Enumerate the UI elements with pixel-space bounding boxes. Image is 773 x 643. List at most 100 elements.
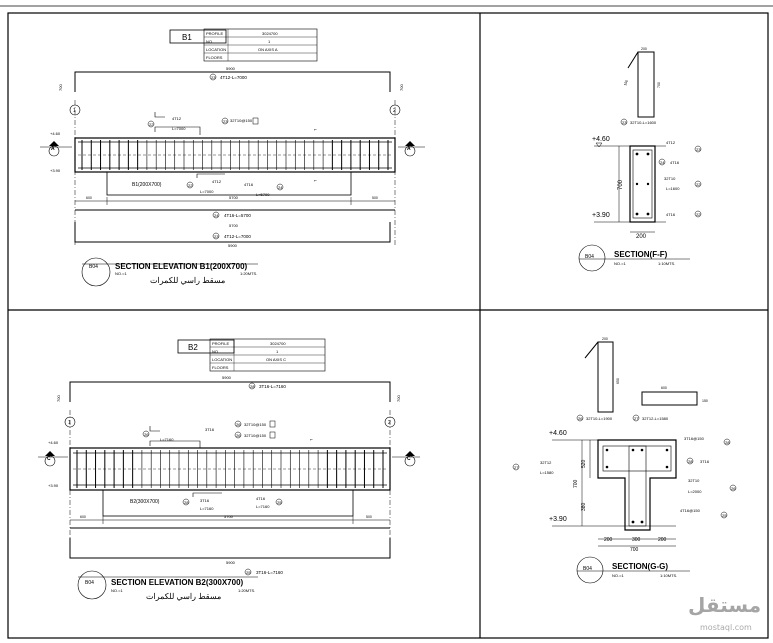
b2-stirrup2-label: 32T10@150 bbox=[244, 433, 267, 438]
gg-web-stirrup: 32T10 bbox=[688, 478, 700, 483]
ff-sheet-ref: B04 bbox=[585, 254, 594, 260]
b1-section-marker-right: A bbox=[407, 146, 411, 152]
b2-bottom-callout: 25 bbox=[246, 570, 251, 575]
b2-extra-top-len: L=7160 bbox=[160, 437, 174, 442]
gg-title: SECTION(G-G) bbox=[612, 562, 668, 571]
gg-top-bar: 3T16@150 bbox=[684, 436, 705, 441]
b2-mid-bot-bar: 3T16 bbox=[200, 498, 210, 503]
gg-top-callout: 28 bbox=[725, 440, 730, 445]
b2-info-value: 1 bbox=[276, 349, 279, 354]
ff-width-dim: 200 bbox=[636, 234, 647, 240]
gg-stirrup1-callout: 26 bbox=[578, 416, 583, 421]
b1-top-bar-label: 4T12-L=7000 bbox=[220, 75, 247, 80]
gg-stirrup2-label: 32T12-L=1580 bbox=[642, 416, 669, 421]
b1-inner-span-dim: 5700 bbox=[229, 195, 239, 200]
gg-bottom-bar: 4T16@150 bbox=[680, 508, 701, 513]
b1-bottom-bar: 4T16-L=5700 bbox=[224, 213, 251, 218]
b1-title-scale: 1:20MTS. bbox=[240, 271, 257, 276]
ff-stirrup-bar: 32T10 bbox=[664, 176, 676, 181]
b2-info-value: ON AXIS C bbox=[266, 357, 286, 362]
b1-axis-right: 2 bbox=[393, 108, 396, 114]
b1-info-label: NO. bbox=[206, 39, 213, 44]
b1-info-value: 3024700 bbox=[262, 31, 278, 36]
b1-bottom-full-bar: 4T12-L=7000 bbox=[224, 234, 251, 239]
ff-mid-callout: 24 bbox=[660, 160, 665, 165]
b1-section-marker-left: A bbox=[51, 146, 55, 152]
b1-stirrup-callout: 23 bbox=[223, 119, 228, 124]
panel-b2-elevation: B2 PROFILE 3024700 NO. 1 LOCATION ON AXI… bbox=[38, 338, 420, 601]
gg-width-right: 200 bbox=[658, 537, 667, 543]
b2-title: SECTION ELEVATION B2(300X700) bbox=[111, 578, 244, 587]
gg-stirrup2-width: 600 bbox=[661, 386, 667, 390]
b2-top-bar: 3T16-L=7160 bbox=[259, 384, 286, 389]
b2-info-label: PROFILE bbox=[212, 341, 229, 346]
b2-title-ar: مسقط راسي للكمرات bbox=[146, 592, 221, 601]
ff-section-outline bbox=[629, 145, 656, 223]
gg-web-len: L=2000 bbox=[688, 489, 702, 494]
gg-title-scale: 1:10MTS. bbox=[660, 573, 677, 578]
b2-mid-bot-len: L=7160 bbox=[200, 506, 214, 511]
b1-extra-top-len: L=7000 bbox=[172, 126, 186, 131]
gg-title-no: NO.=1 bbox=[612, 573, 624, 578]
ff-mid-bar: 4T16 bbox=[670, 160, 680, 165]
sheet-border bbox=[7, 12, 769, 639]
gg-width-mid: 300 bbox=[632, 537, 641, 543]
b2-title-scale: 1:20MTS. bbox=[238, 588, 255, 593]
b1-mid-callout: 22 bbox=[188, 183, 193, 188]
b2-bottom-span-dim: 5900 bbox=[226, 560, 236, 565]
b1-info-label: LOCATION bbox=[206, 47, 226, 52]
gg-level-top: +4.60 bbox=[549, 430, 567, 437]
gg-depth-web: 380 bbox=[581, 502, 587, 511]
b2-right-end-dim: 500 bbox=[366, 515, 372, 519]
b2-top-callout: 28 bbox=[250, 384, 255, 389]
b1-level-bottom: +3.90 bbox=[50, 168, 61, 173]
b1-bottom-callout: 24 bbox=[214, 213, 219, 218]
b2-extra-top-callout: 26 bbox=[144, 432, 149, 437]
gg-stirrup-shape-2: 600 150 bbox=[641, 386, 708, 406]
gg-depth-flange: 520 bbox=[581, 459, 587, 468]
b2-rebar-mark: ⌐ bbox=[310, 437, 313, 443]
b1-left-depth: 700 bbox=[58, 84, 63, 91]
ff-title-scale: 1:10MTS. bbox=[658, 261, 675, 266]
watermark-logo: مستقل bbox=[688, 593, 761, 617]
b2-info-table: PROFILE 3024700 NO. 1 LOCATION ON AXIS C… bbox=[209, 338, 326, 372]
b1-right-depth: 700 bbox=[399, 84, 404, 91]
ff-level-top: +4.60 bbox=[592, 136, 610, 143]
ff-stirrup-len: L=1600 bbox=[666, 186, 680, 191]
b1-info-value: 1 bbox=[268, 39, 271, 44]
b2-extra-bot-len: L=7160 bbox=[256, 504, 270, 509]
b2-info-label: FLOORS bbox=[212, 365, 229, 370]
b2-inner-span-dim: 5700 bbox=[224, 514, 234, 519]
b2-left-end-dim: 600 bbox=[80, 515, 86, 519]
gg-stirrup1-width: 200 bbox=[602, 337, 608, 341]
b1-bottom-full-callout: 23 bbox=[214, 234, 219, 239]
b1-axis-left: 1 bbox=[73, 108, 76, 114]
b2-section-marker-left: C bbox=[47, 456, 51, 462]
gg-right-bar: 3T16 bbox=[700, 459, 710, 464]
watermark: مستقل mostaql.com bbox=[688, 593, 761, 632]
gg-stirrup-shape-1: 200 650 bbox=[584, 337, 620, 413]
b1-mid-bot-bar: 4T12 bbox=[212, 179, 222, 184]
b1-right-callout: 24 bbox=[278, 185, 283, 190]
b2-mid-callout: 28 bbox=[184, 500, 189, 505]
b1-rebar-mark-2: ⌐ bbox=[314, 178, 317, 184]
gg-width-total: 700 bbox=[630, 547, 639, 553]
b1-bottom-span-dim: 5900 bbox=[228, 243, 238, 248]
b2-beam-label: B2(300X700) bbox=[130, 499, 160, 505]
b2-axis-right: 2 bbox=[388, 420, 391, 426]
b2-level-bottom: +3.90 bbox=[48, 483, 59, 488]
gg-stirrup2-callout: 27 bbox=[634, 416, 639, 421]
ff-bottom-callout: 22 bbox=[696, 212, 701, 217]
b2-sheet-ref: B04 bbox=[85, 580, 94, 586]
b2-info-value: 3024700 bbox=[270, 341, 286, 346]
b2-top-span-dim: 5900 bbox=[222, 375, 232, 380]
b2-extra-bot-bar: 4T16 bbox=[256, 496, 266, 501]
b2-axis-left: 1 bbox=[68, 420, 71, 426]
b2-stirrups bbox=[76, 450, 384, 488]
b1-top-callout: 23 bbox=[211, 75, 216, 80]
b2-bottom-bar: 3T16-L=7160 bbox=[256, 570, 283, 575]
b2-info-label: LOCATION bbox=[212, 357, 232, 362]
b2-right-depth: 700 bbox=[396, 395, 401, 402]
b2-stirrup2-callout: 26 bbox=[236, 433, 241, 438]
b1-rebar-mark: ⌐ bbox=[314, 127, 317, 133]
